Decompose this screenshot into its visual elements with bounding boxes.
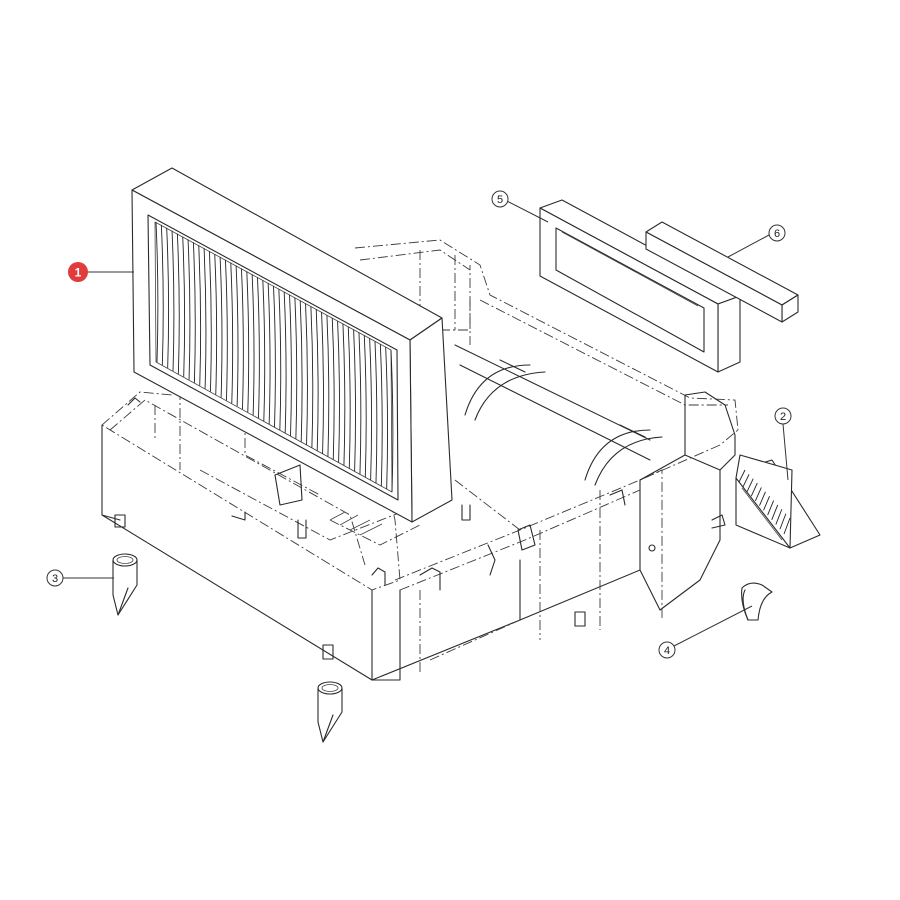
- grille-slat: [763, 496, 770, 511]
- grille-slat: [742, 474, 750, 487]
- filter-pleat: [246, 271, 250, 413]
- filter-pleat: [369, 338, 372, 481]
- callout-4-label: 4: [664, 645, 670, 657]
- spout-part-3b: [317, 681, 343, 743]
- filter-pleat: [321, 312, 324, 454]
- callout-6[interactable]: 6: [727, 224, 786, 258]
- filter-pleat: [230, 262, 234, 404]
- grille-slat: [779, 513, 787, 530]
- filter-pleat: [198, 245, 202, 386]
- callout-1-label: 1: [75, 266, 82, 280]
- filter-pleat: [331, 317, 335, 460]
- filter-pleat: [235, 265, 239, 407]
- callout-6-marker[interactable]: [768, 224, 786, 242]
- filter-pleat: [326, 315, 330, 457]
- callout-1-marker[interactable]: [68, 262, 88, 282]
- filter-pleat: [294, 297, 298, 439]
- filter-pleat: [305, 303, 308, 445]
- callout-2-marker[interactable]: [774, 407, 792, 425]
- filter-pleat: [176, 233, 180, 374]
- callout-5-marker[interactable]: [491, 190, 509, 208]
- grille-slat: [750, 482, 758, 497]
- filter-pleat: [262, 280, 266, 422]
- curved-clip: [741, 582, 773, 621]
- filter-pleat: [283, 291, 287, 433]
- filter-pleat: [182, 236, 186, 377]
- grille-slat: [746, 478, 754, 492]
- outlet-grille: [735, 454, 821, 549]
- filter-pleat: [267, 283, 271, 425]
- callout-1[interactable]: 1: [68, 262, 134, 282]
- spout-part-3a: [112, 553, 138, 616]
- filter-pleat: [171, 230, 175, 371]
- filter-pleat: [187, 239, 191, 380]
- callout-5[interactable]: 5: [491, 190, 549, 223]
- callout-4[interactable]: 4: [658, 605, 753, 659]
- filter-pleat: [342, 323, 346, 466]
- grille-slat: [775, 509, 783, 525]
- grille-slats: [738, 469, 791, 535]
- filter-pleat: [337, 320, 340, 463]
- callout-4-marker[interactable]: [658, 641, 676, 659]
- filter-pleat: [160, 224, 164, 365]
- callout-6-label: 6: [774, 228, 780, 240]
- grille-slat: [738, 469, 746, 483]
- grille-slat: [759, 491, 766, 506]
- filter-pleat: [353, 329, 356, 472]
- callout-2[interactable]: 2: [774, 407, 792, 481]
- filter-pleat: [224, 259, 228, 401]
- filter-pleat: [289, 294, 292, 436]
- filter-pleat: [155, 221, 159, 363]
- foam-strip: [645, 221, 799, 323]
- filter-pleat: [203, 248, 207, 389]
- filter-pleat: [390, 349, 394, 493]
- filter-pleat: [363, 335, 367, 478]
- filter-pleat: [192, 242, 196, 383]
- filter-pleat: [241, 268, 244, 410]
- filter-pleat: [278, 288, 282, 430]
- filter-pleat: [379, 344, 383, 487]
- grille-slat: [754, 487, 762, 502]
- grille-slat: [783, 517, 791, 535]
- filter-pleat: [310, 306, 314, 448]
- filter-pleat: [219, 256, 223, 398]
- callout-3-label: 3: [52, 573, 58, 585]
- filter-pleats: [155, 221, 394, 493]
- filter-pleat: [315, 309, 319, 451]
- callout-3-marker[interactable]: [46, 569, 64, 587]
- filter-cassette: [131, 167, 453, 523]
- filter-pleat: [273, 285, 276, 428]
- callout-2-label: 2: [780, 411, 786, 423]
- filter-pleat: [358, 332, 362, 475]
- callout-5-label: 5: [497, 194, 503, 206]
- filter-pleat: [374, 341, 378, 484]
- callout-3[interactable]: 3: [46, 569, 114, 587]
- filter-pleat: [385, 347, 389, 490]
- frame-gasket: [539, 199, 741, 373]
- housing-base: [101, 239, 739, 681]
- filter-pleat: [208, 251, 212, 392]
- filter-pleat: [299, 300, 303, 442]
- filter-pleat: [347, 326, 351, 469]
- filter-pleat: [166, 227, 170, 368]
- filter-pleat: [257, 277, 260, 419]
- grille-slat: [767, 500, 775, 516]
- filter-pleat: [214, 253, 218, 395]
- grille-slat: [771, 504, 779, 520]
- filter-pleat: [251, 274, 255, 416]
